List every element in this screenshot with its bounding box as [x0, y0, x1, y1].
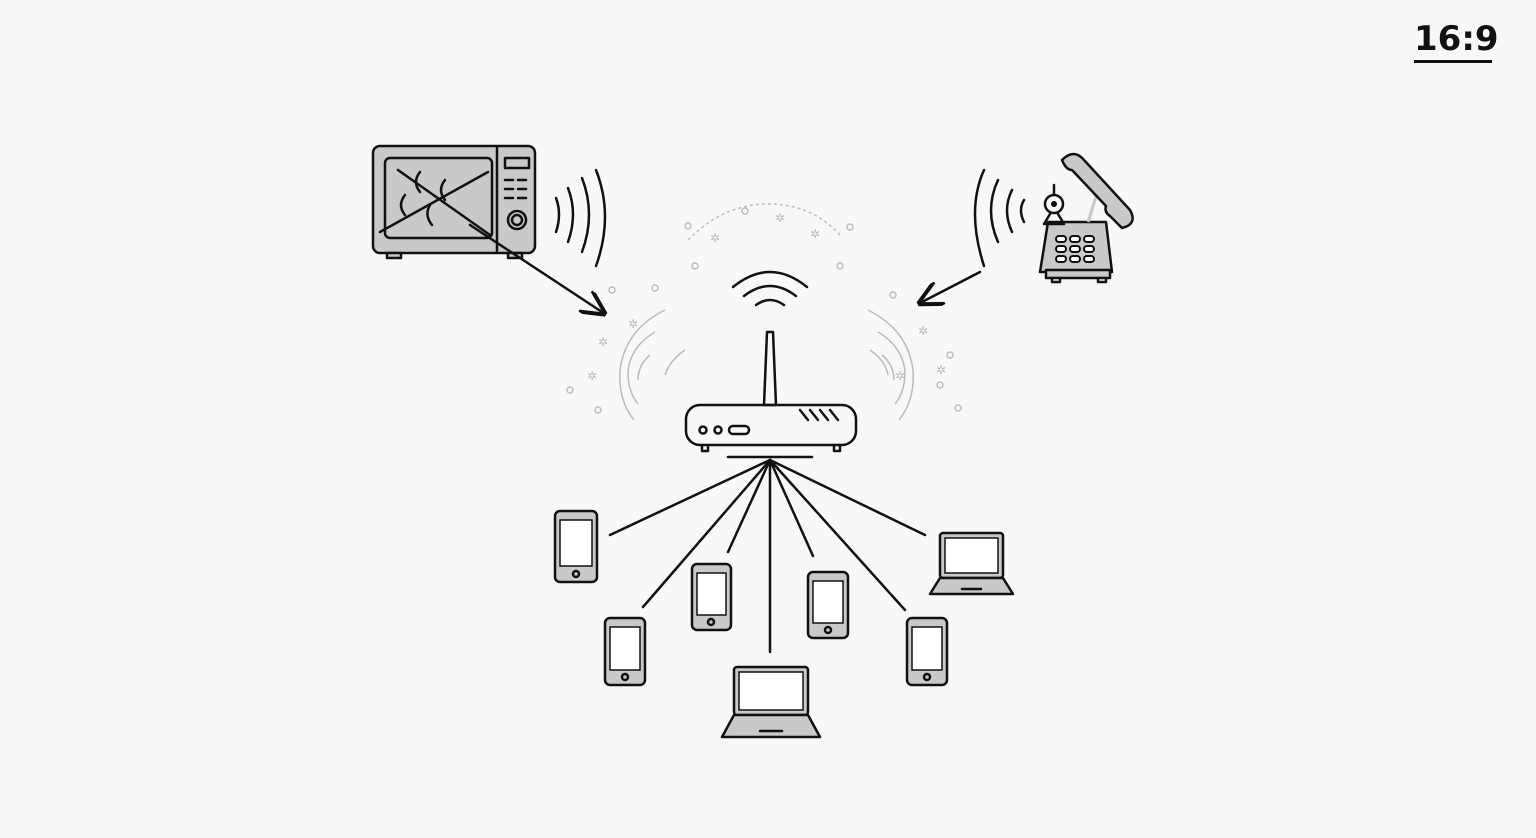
cordless-phone-icon: [1038, 152, 1134, 284]
wifi-signal-icon: [731, 270, 809, 307]
phone-emission-waves: [973, 168, 1026, 268]
microwave-icon: [371, 144, 537, 260]
interference-noise: ✲ ✲ ✲ ✲ ✲ ✲ ✲ ✲ ✲: [566, 203, 962, 421]
laptop-icon: [928, 531, 1015, 596]
smartphone-icon: [603, 616, 647, 687]
microwave-interference-arrow: [468, 223, 602, 312]
svg-text:✲: ✲: [918, 324, 928, 338]
smartphone-icon: [905, 616, 949, 687]
smartphone-icon: [553, 509, 599, 584]
smartphone-icon: [690, 562, 733, 632]
wifi-router-icon: [684, 270, 858, 459]
svg-text:✲: ✲: [628, 317, 638, 331]
laptop-icon: [720, 665, 822, 739]
microwave-emission-waves: [554, 168, 607, 268]
svg-text:✲: ✲: [810, 227, 820, 241]
svg-text:✲: ✲: [895, 369, 905, 383]
smartphone-icon: [806, 570, 850, 640]
connection-lines: [608, 458, 927, 654]
svg-text:✲: ✲: [775, 211, 785, 225]
svg-text:✲: ✲: [710, 231, 720, 245]
svg-text:✲: ✲: [598, 335, 608, 349]
aspect-ratio-label: 16:9: [1414, 18, 1499, 63]
svg-text:✲: ✲: [936, 363, 946, 377]
phone-interference-arrow: [922, 270, 982, 302]
svg-text:✲: ✲: [587, 369, 597, 383]
